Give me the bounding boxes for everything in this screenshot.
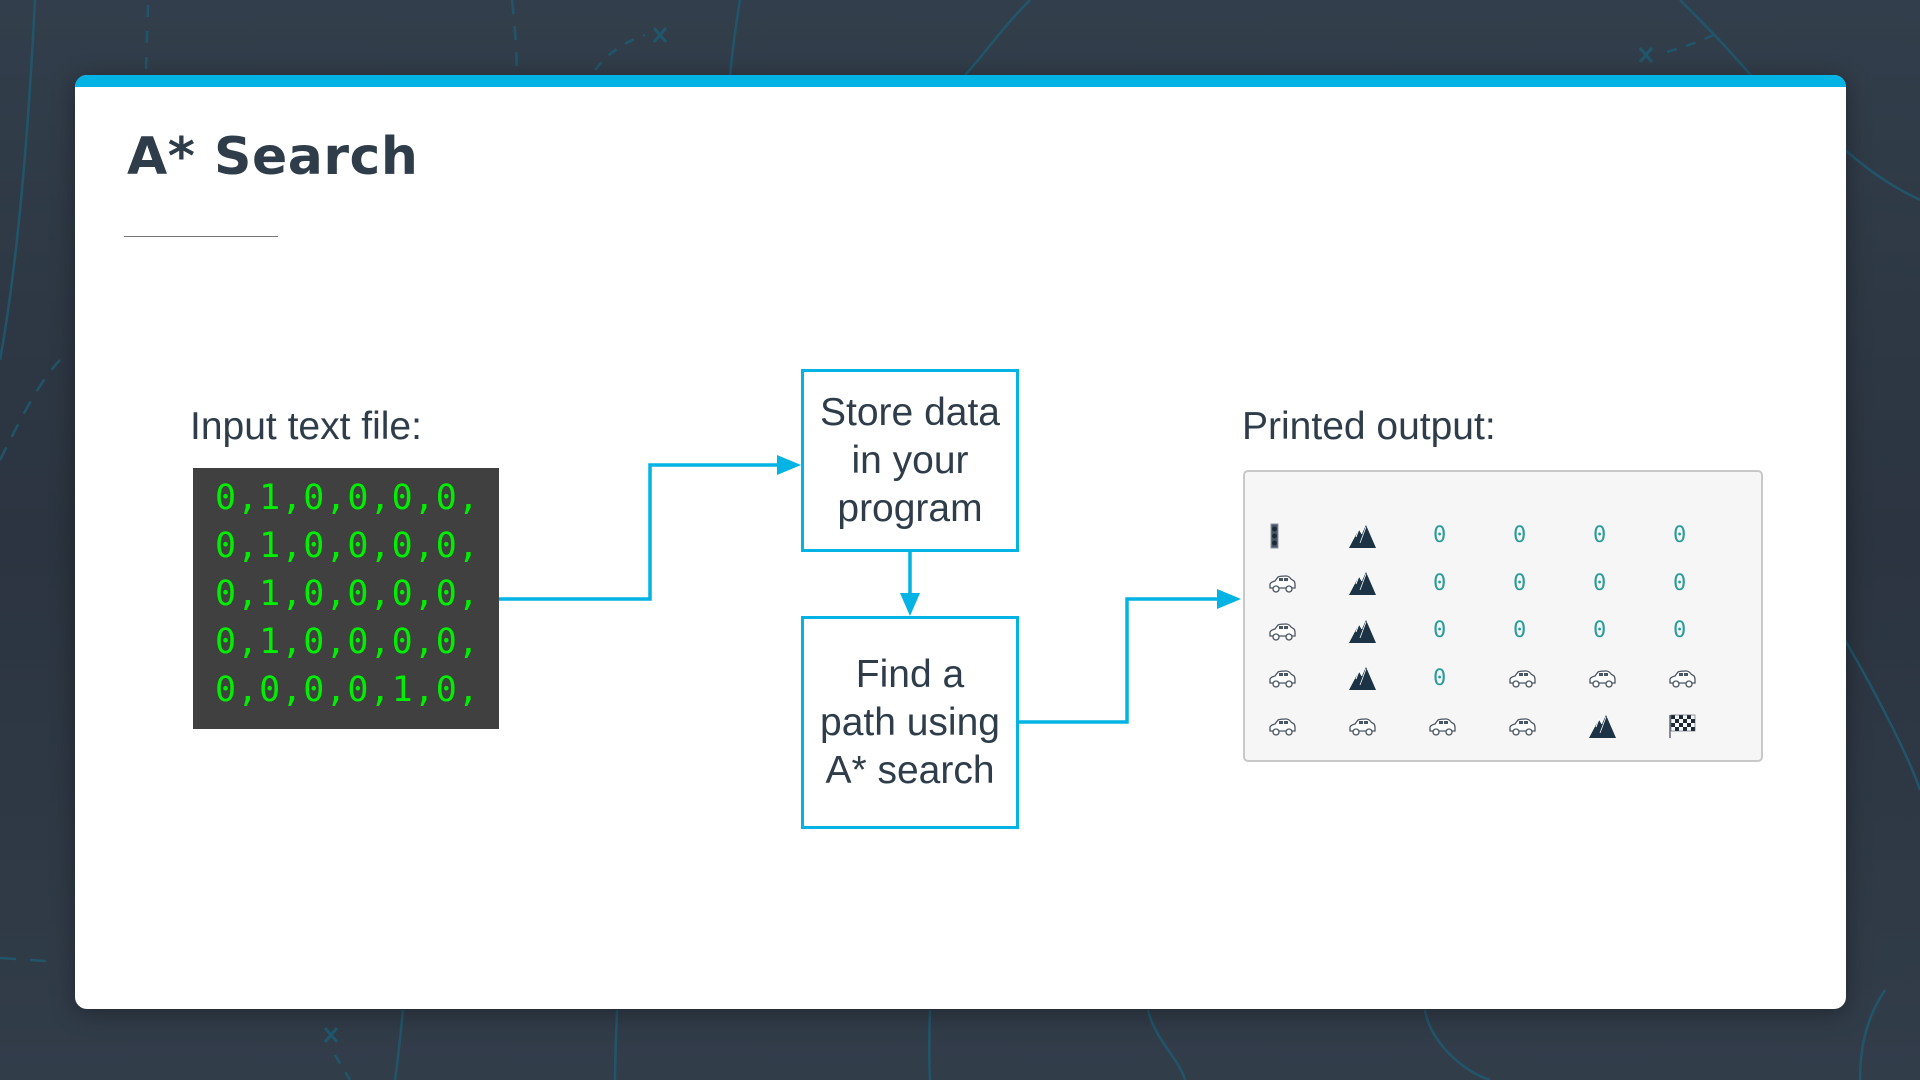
output-grid: 0 0 0 0 0 0 0 0 0 0 0 0 0 [1267,512,1747,750]
grid-cell-path [1507,655,1587,703]
car-icon [1267,665,1297,691]
slide-card: A* Search Input text file: 0,1,0,0,0,0, … [75,75,1846,1009]
grid-cell-path [1267,560,1347,608]
input-line: 0,0,0,0,1,0, [215,670,480,710]
empty-cell-value: 0 [1433,523,1447,549]
grid-cell-path [1347,702,1427,750]
grid-cell-empty: 0 [1427,512,1507,560]
grid-cell-empty: 0 [1667,607,1747,655]
grid-cell-empty: 0 [1507,560,1587,608]
empty-cell-value: 0 [1593,523,1607,549]
car-icon [1427,713,1457,739]
grid-cell-empty: 0 [1667,560,1747,608]
grid-cell-empty: 0 [1587,560,1667,608]
car-icon [1507,713,1537,739]
grid-cell-obstacle [1347,560,1427,608]
mountain-icon [1347,523,1377,549]
input-line: 0,1,0,0,0,0, [215,526,480,566]
grid-cell-empty: 0 [1587,607,1667,655]
arrowhead-find [900,593,920,616]
grid-cell-obstacle [1347,655,1427,703]
empty-cell-value: 0 [1673,570,1687,596]
arrowhead-store [777,455,801,475]
output-label: Printed output: [1242,405,1496,448]
grid-cell-empty: 0 [1427,655,1507,703]
empty-cell-value: 0 [1513,570,1527,596]
mountain-icon [1587,713,1617,739]
input-label: Input text file: [190,405,422,448]
flow-step-find-path: Find a path using A* search [801,616,1019,829]
car-icon [1507,665,1537,691]
grid-cell-obstacle [1347,512,1427,560]
traffic-light-icon [1267,523,1297,549]
empty-cell-value: 0 [1593,618,1607,644]
grid-cell-empty: 0 [1507,512,1587,560]
checkered-flag-icon [1667,713,1697,739]
grid-cell-empty: 0 [1427,560,1507,608]
grid-cell-path [1267,607,1347,655]
mountain-icon [1347,665,1377,691]
grid-cell-path [1667,655,1747,703]
empty-cell-value: 0 [1593,570,1607,596]
grid-cell-empty: 0 [1587,512,1667,560]
flow-step-label: Store data in your program [820,390,1000,530]
input-line: 0,1,0,0,0,0, [215,622,480,662]
printed-output: 0 0 0 0 0 0 0 0 0 0 0 0 0 [1243,470,1763,762]
car-icon [1587,665,1617,691]
car-icon [1347,713,1377,739]
car-icon [1667,665,1697,691]
grid-cell-path [1267,655,1347,703]
title-divider [124,236,278,237]
grid-cell-goal [1667,702,1747,750]
mountain-icon [1347,570,1377,596]
grid-cell-obstacle [1347,607,1427,655]
mountain-icon [1347,618,1377,644]
grid-cell-path [1507,702,1587,750]
input-line: 0,1,0,0,0,0, [215,574,480,614]
car-icon [1267,713,1297,739]
grid-cell-path [1267,702,1347,750]
empty-cell-value: 0 [1433,618,1447,644]
car-icon [1267,570,1297,596]
arrow-input-to-store [499,463,777,601]
card-accent-bar [75,75,1846,87]
empty-cell-value: 0 [1673,618,1687,644]
empty-cell-value: 0 [1513,618,1527,644]
flow-step-label: Find a path using A* search [820,652,1000,792]
empty-cell-value: 0 [1513,523,1527,549]
grid-cell-empty: 0 [1427,607,1507,655]
grid-cell-path [1427,702,1507,750]
slide-title: A* Search [127,127,419,187]
grid-cell-path [1587,655,1667,703]
empty-cell-value: 0 [1433,570,1447,596]
arrow-find-to-output [1019,597,1217,724]
flow-step-store-data: Store data in your program [801,369,1019,552]
grid-cell-start [1267,512,1347,560]
empty-cell-value: 0 [1673,523,1687,549]
grid-cell-obstacle [1587,702,1667,750]
input-text-file: 0,1,0,0,0,0, 0,1,0,0,0,0, 0,1,0,0,0,0, 0… [193,468,499,729]
car-icon [1267,618,1297,644]
grid-cell-empty: 0 [1667,512,1747,560]
empty-cell-value: 0 [1433,665,1447,691]
input-line: 0,1,0,0,0,0, [215,478,480,518]
arrowhead-output [1217,589,1241,609]
grid-cell-empty: 0 [1507,607,1587,655]
